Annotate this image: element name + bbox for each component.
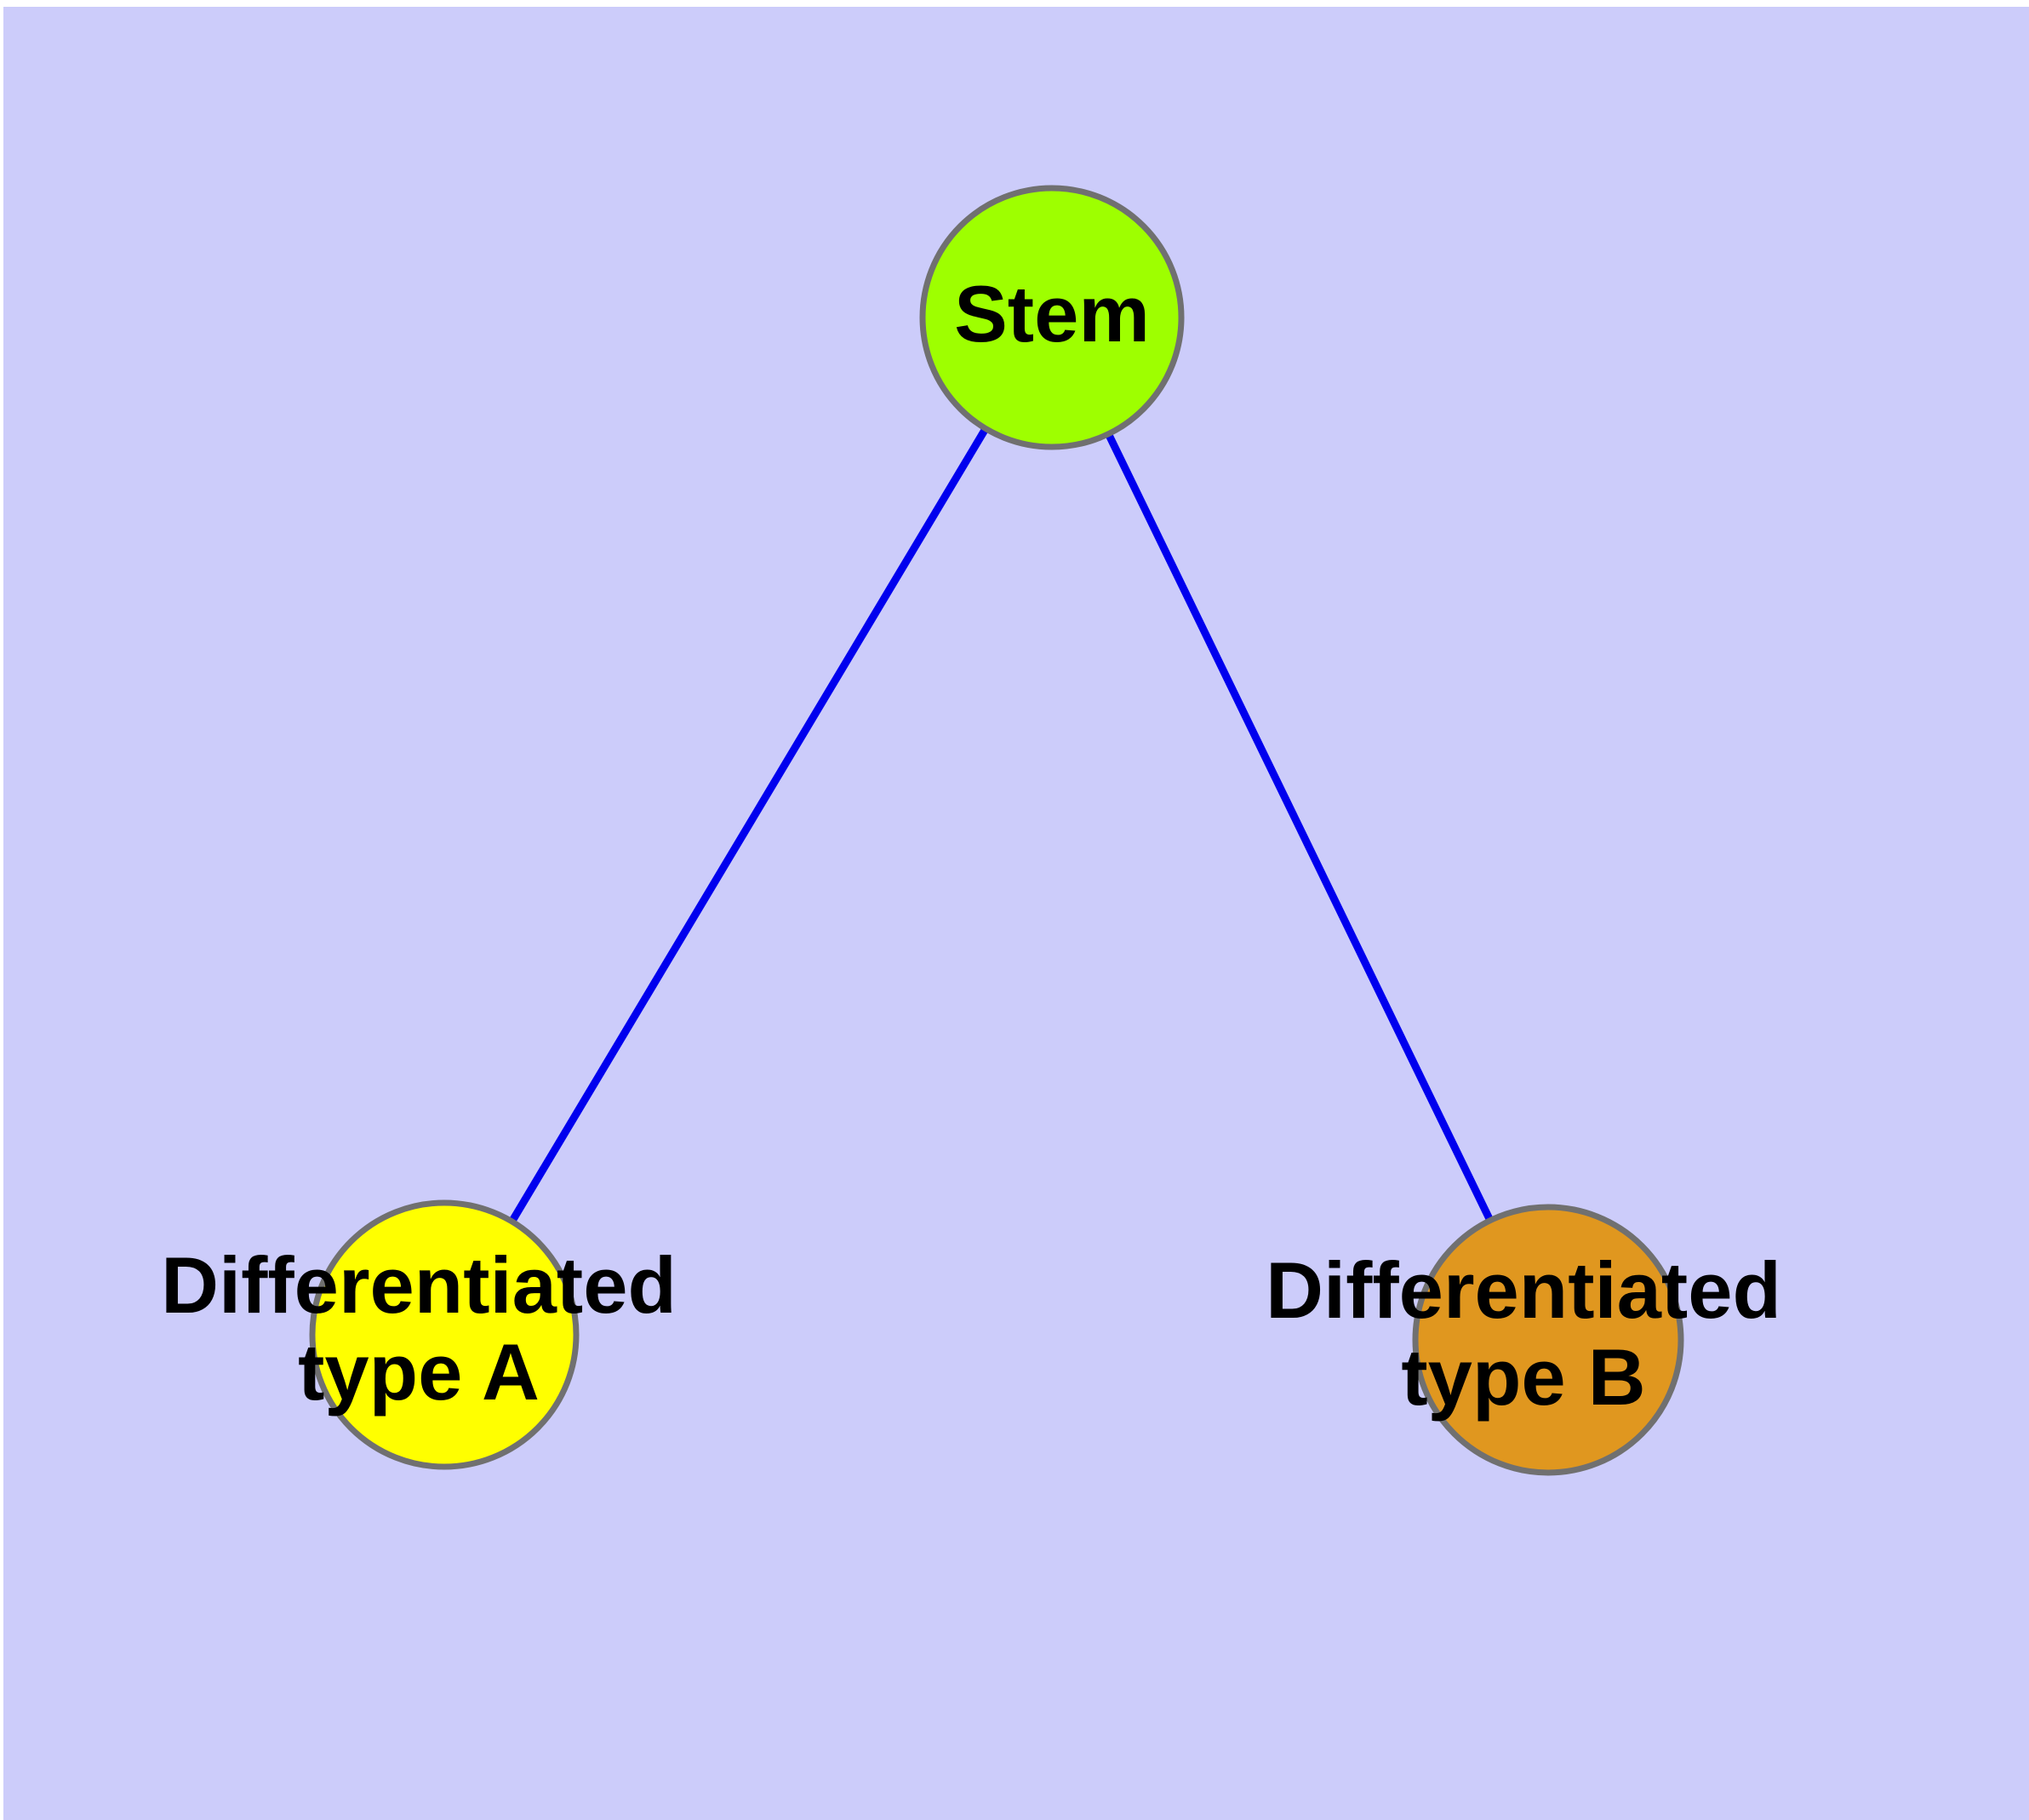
node-differentiated-type-b-circle[interactable] [1412, 1204, 1684, 1476]
node-stem-label: Stem [954, 269, 1150, 358]
node-differentiated-type-a-circle[interactable] [309, 1199, 580, 1470]
edge-layer [441, 315, 1552, 1342]
edge-stem-to-differentiated-type-a[interactable] [441, 315, 1055, 1337]
node-stem-circle[interactable] [919, 185, 1185, 450]
node-stem[interactable]: Stem [919, 185, 1185, 450]
edge-stem-to-differentiated-type-b[interactable] [1048, 316, 1552, 1342]
